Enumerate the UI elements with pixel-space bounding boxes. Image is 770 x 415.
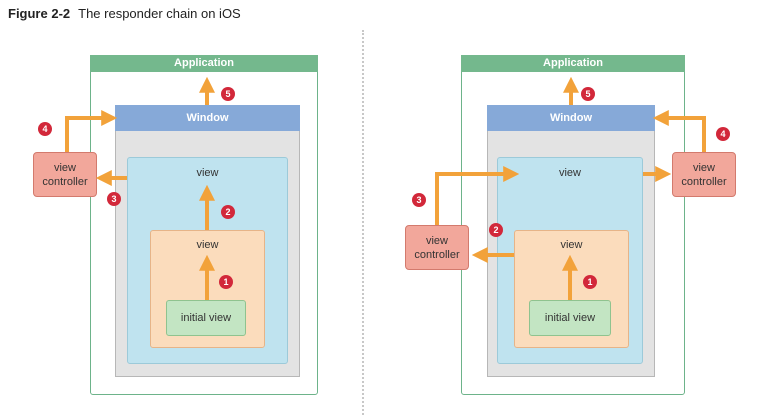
left-view-controller: view controller xyxy=(33,152,97,197)
right-view-controller-top: view controller xyxy=(672,152,736,197)
left-initial-view: initial view xyxy=(166,300,246,336)
right-arrow-3 xyxy=(435,166,520,225)
right-step-badge-5: 5 xyxy=(581,87,595,101)
right-arrow-4 xyxy=(652,110,706,152)
right-view-controller-top-label: view controller xyxy=(681,161,727,188)
left-view-controller-label: view controller xyxy=(42,161,88,188)
left-step-badge-4: 4 xyxy=(38,122,52,136)
right-view-outer-label: view xyxy=(558,167,581,179)
left-view-inner-label: view xyxy=(196,239,219,251)
right-initial-view: initial view xyxy=(529,300,611,336)
left-step-badge-3: 3 xyxy=(107,192,121,206)
right-step-badge-4: 4 xyxy=(716,127,730,141)
left-step-badge-1: 1 xyxy=(219,275,233,289)
panel-divider xyxy=(362,30,364,415)
left-step-badge-2: 2 xyxy=(221,205,235,219)
right-step-badge-3: 3 xyxy=(412,193,426,207)
left-arrow-4 xyxy=(65,110,118,152)
left-view-outer-label: view xyxy=(196,167,219,179)
figure-title: Figure 2-2 The responder chain on iOS xyxy=(8,6,241,21)
right-step-badge-2: 2 xyxy=(489,223,503,237)
left-application-bar: Application xyxy=(90,55,318,72)
right-view-controller-bottom-label: view controller xyxy=(414,234,460,261)
figure-caption: The responder chain on iOS xyxy=(78,6,241,21)
figure-number: Figure 2-2 xyxy=(8,6,71,21)
right-window-bar: Window xyxy=(487,105,655,131)
left-step-badge-5: 5 xyxy=(221,87,235,101)
left-window-bar: Window xyxy=(115,105,300,131)
right-application-bar: Application xyxy=(461,55,685,72)
right-view-inner-label: view xyxy=(560,239,583,251)
right-view-controller-bottom: view controller xyxy=(405,225,469,270)
right-step-badge-1: 1 xyxy=(583,275,597,289)
